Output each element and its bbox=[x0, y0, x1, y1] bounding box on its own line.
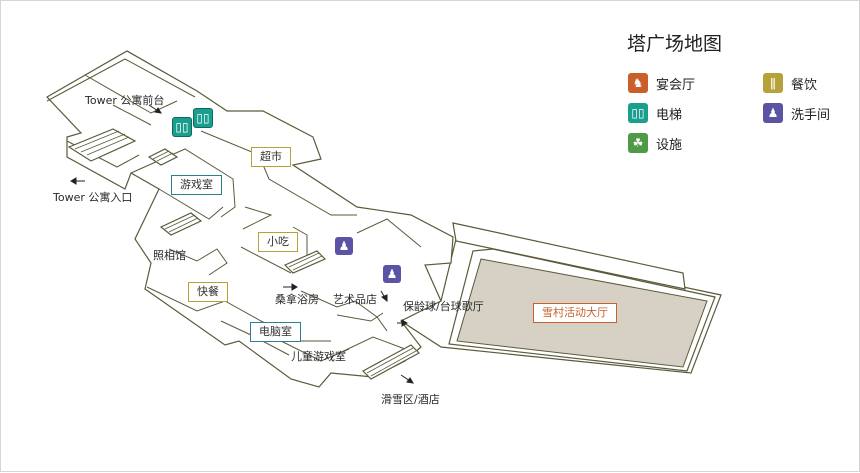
legend-label-elevator: 电梯 bbox=[656, 107, 683, 123]
box-snow-hall[interactable]: 雪村活动大厅 bbox=[533, 303, 617, 323]
arrow-from-bowling bbox=[397, 319, 408, 327]
label-tower-entrance: Tower 公寓入口 bbox=[52, 190, 132, 204]
label-kids-room: 儿童游戏室 bbox=[291, 349, 346, 363]
label-ski-hotel: 滑雪区/酒店 bbox=[381, 392, 440, 406]
legend-label-facility: 设施 bbox=[656, 137, 683, 153]
arrow-to-bowling bbox=[380, 290, 388, 303]
box-fast-food[interactable]: 快餐 bbox=[188, 282, 228, 302]
legend-item-banquet[interactable]: ♞ 宴会厅 bbox=[628, 72, 695, 94]
label-sauna: 桑拿浴房 bbox=[275, 292, 319, 306]
elevator-icon[interactable]: ▯▯ bbox=[172, 117, 192, 137]
elevator-icon: ▯▯ bbox=[628, 103, 648, 123]
box-snack[interactable]: 小吃 bbox=[258, 232, 298, 252]
box-supermarket[interactable]: 超市 bbox=[251, 147, 291, 167]
arrow-to-ski-hotel bbox=[400, 374, 414, 384]
banquet-icon: ♞ bbox=[628, 73, 648, 93]
label-tower-lobby: Tower 公寓前台 bbox=[84, 93, 164, 107]
restroom-icon[interactable]: ♟ bbox=[335, 237, 353, 255]
legend-item-dining[interactable]: ǁ 餐饮 bbox=[763, 72, 817, 94]
label-photo-studio: 照相馆 bbox=[153, 248, 186, 262]
arrow-to-sauna bbox=[283, 283, 298, 291]
elevator-icon[interactable]: ▯▯ bbox=[193, 108, 213, 128]
label-art-shop: 艺术品店 bbox=[333, 292, 377, 306]
legend-item-elevator[interactable]: ▯▯ 电梯 bbox=[628, 102, 682, 124]
legend-label-dining: 餐饮 bbox=[791, 77, 818, 93]
restroom-icon: ♟ bbox=[763, 103, 783, 123]
stairs bbox=[67, 128, 420, 380]
facility-icon: ☘ bbox=[628, 133, 648, 153]
box-computer-room[interactable]: 电脑室 bbox=[250, 322, 301, 342]
dining-icon: ǁ bbox=[763, 73, 783, 93]
legend-item-facility[interactable]: ☘ 设施 bbox=[628, 132, 682, 154]
restroom-icon[interactable]: ♟ bbox=[383, 265, 401, 283]
legend-label-banquet: 宴会厅 bbox=[656, 77, 696, 93]
legend-item-restroom[interactable]: ♟ 洗手间 bbox=[763, 102, 830, 124]
arrow-to-lobby bbox=[148, 104, 162, 114]
box-game-room[interactable]: 游戏室 bbox=[171, 175, 222, 195]
legend-title: 塔广场地图 bbox=[627, 33, 723, 55]
direction-arrows bbox=[70, 104, 414, 384]
arrow-to-tower-entrance bbox=[70, 177, 85, 185]
label-bowling: 保龄球/台球歌厅 bbox=[403, 299, 484, 313]
legend-label-restroom: 洗手间 bbox=[791, 107, 831, 123]
